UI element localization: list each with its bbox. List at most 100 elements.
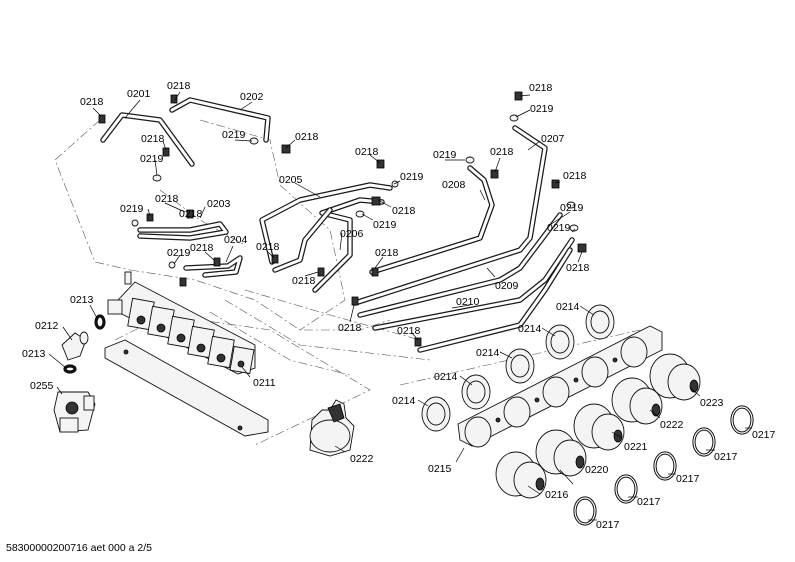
label-0214: 0214 — [434, 371, 458, 383]
label-0211: 0211 — [253, 377, 276, 389]
clip-0218 — [551, 179, 560, 189]
bezel-rings — [421, 304, 615, 432]
leader-lines — [48, 91, 752, 521]
pipe-0204 — [183, 255, 243, 278]
pipe-0202 — [169, 97, 271, 143]
clip-0218 — [213, 257, 221, 267]
label-0206: 0206 — [340, 228, 364, 240]
label-0220: 0220 — [585, 464, 609, 476]
label-0214: 0214 — [556, 301, 580, 313]
washer-0219 — [566, 201, 576, 209]
knobs — [495, 353, 701, 499]
label-0217: 0217 — [596, 519, 620, 531]
clip-0218 — [577, 243, 587, 253]
label-0218: 0218 — [141, 133, 165, 145]
label-0218: 0218 — [80, 96, 104, 108]
label-0213: 0213 — [22, 348, 46, 360]
label-0217: 0217 — [676, 473, 700, 485]
label-0215: 0215 — [428, 463, 452, 475]
label-0203: 0203 — [207, 198, 231, 210]
label-0218: 0218 — [397, 325, 421, 337]
clip-0218 — [371, 267, 379, 277]
clip-0218 — [162, 147, 170, 157]
label-0219: 0219 — [120, 203, 144, 215]
clip-0218 — [271, 254, 279, 264]
washer-0219 — [391, 180, 399, 188]
pipe-0201 — [100, 112, 195, 167]
label-0208: 0208 — [442, 179, 466, 191]
washer-0219 — [168, 261, 176, 269]
clip-0218 — [170, 94, 178, 104]
gas-pipes — [100, 97, 575, 353]
washer-0219 — [569, 224, 579, 232]
washer-0219 — [152, 174, 162, 182]
label-0218: 0218 — [338, 322, 362, 334]
pipe-0208 — [369, 165, 495, 275]
pipe-0210b — [417, 247, 573, 353]
o-rings — [573, 405, 754, 526]
inlet-parts — [53, 314, 106, 433]
label-0218: 0218 — [292, 275, 316, 287]
control-panel-plate — [457, 325, 663, 448]
valve-manifold — [107, 271, 256, 375]
label-0219: 0219 — [373, 219, 397, 231]
pipe-0210 — [372, 237, 575, 331]
clip-0218 — [186, 209, 194, 219]
washer-0219 — [131, 219, 139, 227]
clip-0218 — [179, 277, 187, 287]
label-0212: 0212 — [35, 320, 59, 332]
washer-0219 — [355, 210, 365, 218]
label-0219: 0219 — [530, 103, 554, 115]
label-0213: 0213 — [70, 294, 94, 306]
clip-0218 — [98, 114, 106, 124]
label-0219: 0219 — [222, 129, 246, 141]
label-0218: 0218 — [155, 193, 179, 205]
label-0209: 0209 — [495, 280, 519, 292]
label-0217: 0217 — [714, 451, 738, 463]
pipe-0203 — [137, 221, 229, 241]
label-0218: 0218 — [563, 170, 587, 182]
label-0214: 0214 — [518, 323, 542, 335]
clip-0218 — [351, 296, 359, 306]
pipe-0209 — [357, 212, 563, 318]
clip-0218 — [281, 144, 291, 154]
label-0222: 0222 — [660, 419, 684, 431]
label-0217: 0217 — [637, 496, 661, 508]
label-0218: 0218 — [179, 208, 203, 220]
pipe-0207 — [352, 125, 548, 306]
clip-0218 — [376, 159, 385, 169]
label-0218: 0218 — [529, 82, 553, 94]
label-0222: 0222 — [350, 453, 374, 465]
label-0218: 0218 — [190, 242, 214, 254]
label-0202: 0202 — [240, 91, 264, 103]
clip-0218 — [414, 337, 422, 347]
pipe-0206 — [312, 197, 385, 293]
label-0221: 0221 — [624, 441, 648, 453]
label-0207: 0207 — [541, 133, 565, 145]
label-0218: 0218 — [256, 241, 280, 253]
clip-0218 — [317, 267, 325, 277]
label-0218: 0218 — [490, 146, 514, 158]
label-0223: 0223 — [700, 397, 724, 409]
label-0204: 0204 — [224, 234, 248, 246]
fittings — [98, 91, 587, 347]
label-0218: 0218 — [392, 205, 416, 217]
knob-0222-loose — [309, 399, 355, 457]
label-0219: 0219 — [560, 202, 584, 214]
mounting-rail — [104, 339, 269, 437]
label-0219: 0219 — [400, 171, 424, 183]
label-0201: 0201 — [127, 88, 151, 100]
label-0218: 0218 — [167, 80, 191, 92]
label-0216: 0216 — [545, 489, 569, 501]
label-0218: 0218 — [295, 131, 319, 143]
label-0218: 0218 — [375, 247, 399, 259]
label-0214: 0214 — [476, 347, 500, 359]
pipe-0205 — [259, 182, 393, 265]
label-0219: 0219 — [167, 247, 191, 259]
label-0205: 0205 — [279, 174, 303, 186]
label-0218: 0218 — [355, 146, 379, 158]
clip-0218 — [371, 196, 381, 206]
clip-0218 — [490, 169, 499, 179]
pipe-0206b — [272, 207, 333, 273]
